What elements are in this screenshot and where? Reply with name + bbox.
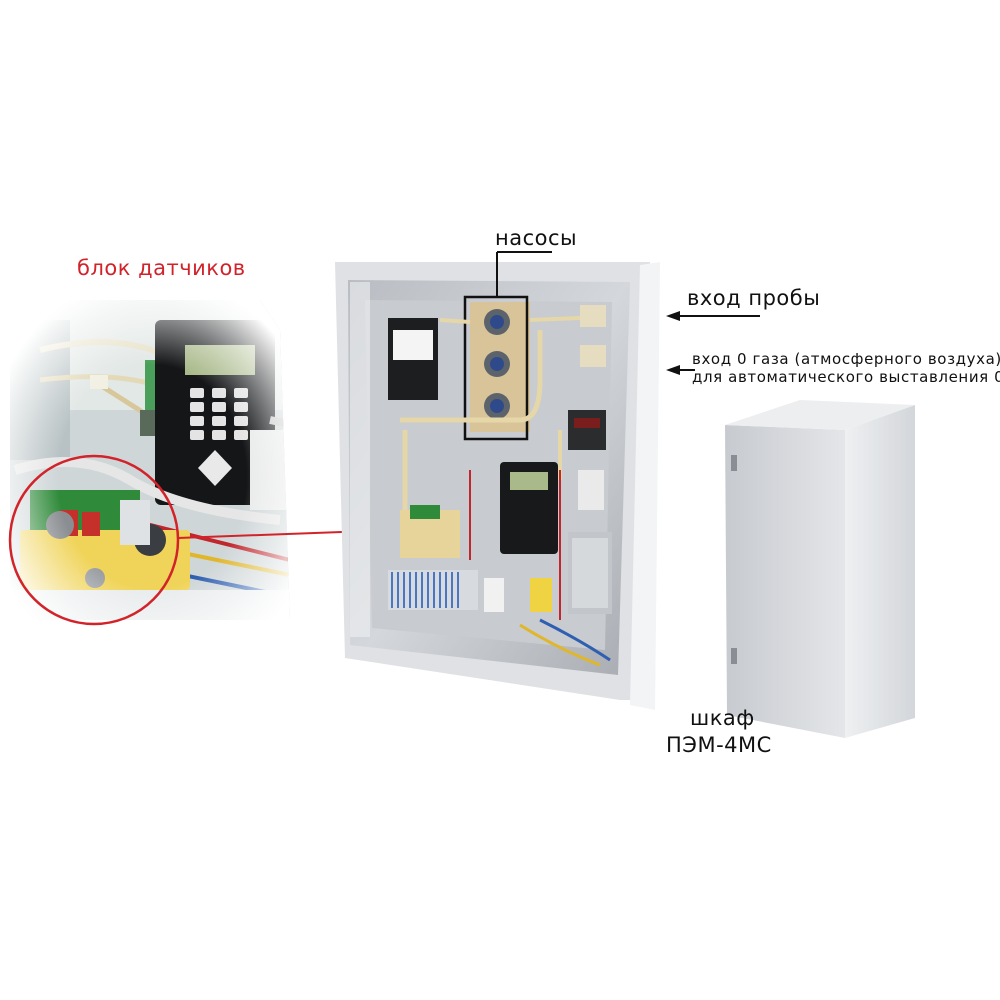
pumps-assembly: [463, 295, 530, 441]
pumps-label: насосы: [495, 226, 578, 250]
closed-cabinet-photo: [725, 400, 915, 738]
open-cabinet-photo: [335, 262, 660, 710]
pumps-pointer: [496, 251, 552, 297]
cabinet-label-line1: шкаф: [690, 706, 755, 730]
cabinet-label-line2: ПЭМ-4МС: [666, 733, 772, 757]
sensor-block-label: блок датчиков: [77, 256, 246, 280]
sensor-block-detail-photo: [10, 300, 290, 620]
probe-inlet-arrow: [666, 311, 760, 321]
probe-inlet-label: вход пробы: [687, 286, 821, 310]
zero-gas-inlet-arrow: [666, 365, 695, 375]
zero-gas-label-line2: для автоматического выставления 0: [692, 368, 1000, 386]
zero-gas-label-line1: вход 0 газа (атмосферного воздуха): [692, 350, 1000, 368]
